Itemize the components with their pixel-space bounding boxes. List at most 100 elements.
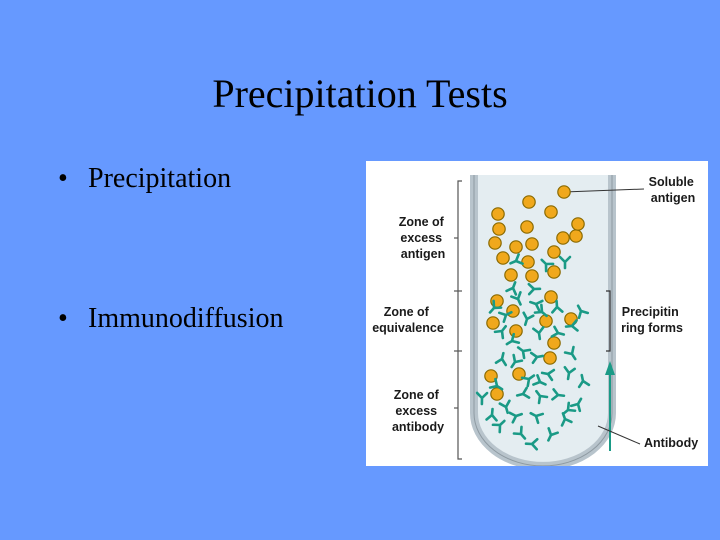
antibody-molecule <box>563 345 577 361</box>
antibody-molecule <box>505 332 521 346</box>
zone-label-line: excess <box>395 404 437 418</box>
bullet-precipitation: • Precipitation <box>58 163 231 195</box>
antigen-molecule <box>547 336 561 350</box>
antibody-molecule <box>516 346 532 360</box>
antibody-molecule <box>551 299 564 314</box>
soluble-antigen-label: Soluble antigen <box>649 175 698 205</box>
antibody-molecule <box>532 326 545 341</box>
antibody-molecule <box>547 427 559 442</box>
antigen-molecule <box>520 220 534 234</box>
antigen-molecule <box>525 269 539 283</box>
antibody-molecule <box>493 324 507 340</box>
antigen-molecule <box>522 195 536 209</box>
precipitin-ring-label: Precipitin ring forms <box>621 305 683 335</box>
antigen-molecule <box>509 240 523 254</box>
antibody-molecule <box>529 411 545 425</box>
antibody-molecule <box>527 282 542 296</box>
antibody-molecule <box>540 258 555 273</box>
antibody-molecule <box>488 377 504 391</box>
antibody-molecule <box>512 425 527 440</box>
antigen-molecule <box>525 237 539 251</box>
antigen-molecule <box>504 268 518 282</box>
zone-equivalence-label: Zone of equivalence <box>372 305 444 335</box>
bullet-text: Immunodiffusion <box>88 303 284 334</box>
antibody-molecule <box>532 374 547 386</box>
antigen-molecule <box>506 304 520 318</box>
zone-label-line: equivalence <box>372 321 444 335</box>
zone-excess-antibody-label: Zone of excess antibody <box>392 388 444 434</box>
antibody-molecule <box>576 304 590 320</box>
callout-label-line: antigen <box>651 191 695 205</box>
antibody-molecule <box>550 325 566 338</box>
antibody-molecule <box>488 299 503 314</box>
antibody-molecule <box>475 391 489 406</box>
slide-title: Precipitation Tests <box>212 71 508 116</box>
antibody-molecule <box>569 397 583 413</box>
antibody-molecule <box>485 407 498 422</box>
antigen-molecule <box>544 290 558 304</box>
bullet-text: Precipitation <box>88 163 232 194</box>
antibody-molecule <box>564 319 579 332</box>
antibody-label: Antibody <box>644 436 698 450</box>
antigen-molecule <box>557 185 571 199</box>
zone-label-line: excess <box>400 231 442 245</box>
antigen-molecule <box>569 229 583 243</box>
zone-label-line: antigen <box>401 247 445 261</box>
zone-label-line: Zone of <box>394 388 440 402</box>
callout-label-line: Antibody <box>644 436 698 450</box>
antibody-molecule <box>533 303 548 318</box>
antibody-molecule <box>494 351 508 367</box>
molecules <box>475 185 591 451</box>
callout-label-line: Soluble <box>649 175 694 189</box>
antibody-molecule <box>560 412 573 427</box>
antigen-molecule <box>571 217 585 231</box>
antigen-molecule <box>492 222 506 236</box>
antibody-molecule <box>529 299 544 312</box>
antibody-callout-line <box>597 425 641 445</box>
antigen-molecule <box>509 324 523 338</box>
zone-excess-antigen-label: Zone of excess antigen <box>399 215 448 261</box>
antigen-molecule <box>486 316 500 330</box>
antibody-molecule <box>510 353 524 369</box>
antibody-molecule <box>491 419 506 434</box>
antigen-molecule <box>491 207 505 221</box>
antigen-molecule <box>547 265 561 279</box>
precipitation-diagram: Zone of excess antigen Zone of equivalen… <box>366 161 708 466</box>
ring-bracket <box>606 290 611 352</box>
zone-label-line: Zone of <box>384 305 430 319</box>
antigen-molecule <box>490 387 504 401</box>
antibody-molecule <box>577 373 591 389</box>
antigen-molecule <box>496 251 510 265</box>
zone-bracket <box>454 180 462 460</box>
antibody-molecule <box>497 310 513 324</box>
callout-label-line: Precipitin <box>622 305 679 319</box>
antibody-molecule <box>563 365 577 381</box>
antigen-molecule <box>547 245 561 259</box>
antibody-molecule <box>508 411 524 424</box>
antigen-molecule <box>543 351 557 365</box>
antibody-molecule <box>529 351 545 365</box>
diffusion-arrow <box>605 361 615 451</box>
antibody-molecule <box>535 389 549 405</box>
antigen-callout-line <box>563 188 645 193</box>
bullet-dot-icon: • <box>58 163 68 194</box>
antibody-molecule <box>520 374 536 388</box>
antibody-molecule <box>505 281 518 296</box>
antibody-molecule <box>558 255 572 270</box>
antibody-molecule <box>515 386 531 399</box>
antigen-molecule <box>484 369 498 383</box>
antigen-molecule <box>544 205 558 219</box>
bullet-immunodiffusion: •Immunodiffusion <box>58 303 283 335</box>
zone-label-line: Zone of <box>399 215 445 229</box>
antibody-molecule <box>522 311 535 327</box>
antibody-molecule <box>510 291 522 306</box>
antigen-molecule <box>556 231 570 245</box>
zone-label-line: antibody <box>392 420 444 434</box>
antibody-molecule <box>498 399 511 415</box>
antibody-molecule <box>551 388 566 401</box>
callout-label-line: ring forms <box>621 321 683 335</box>
antibody-molecule <box>540 368 556 382</box>
antibody-molecule <box>509 253 524 265</box>
antigen-molecule <box>488 236 502 250</box>
antibody-molecule <box>524 437 539 451</box>
